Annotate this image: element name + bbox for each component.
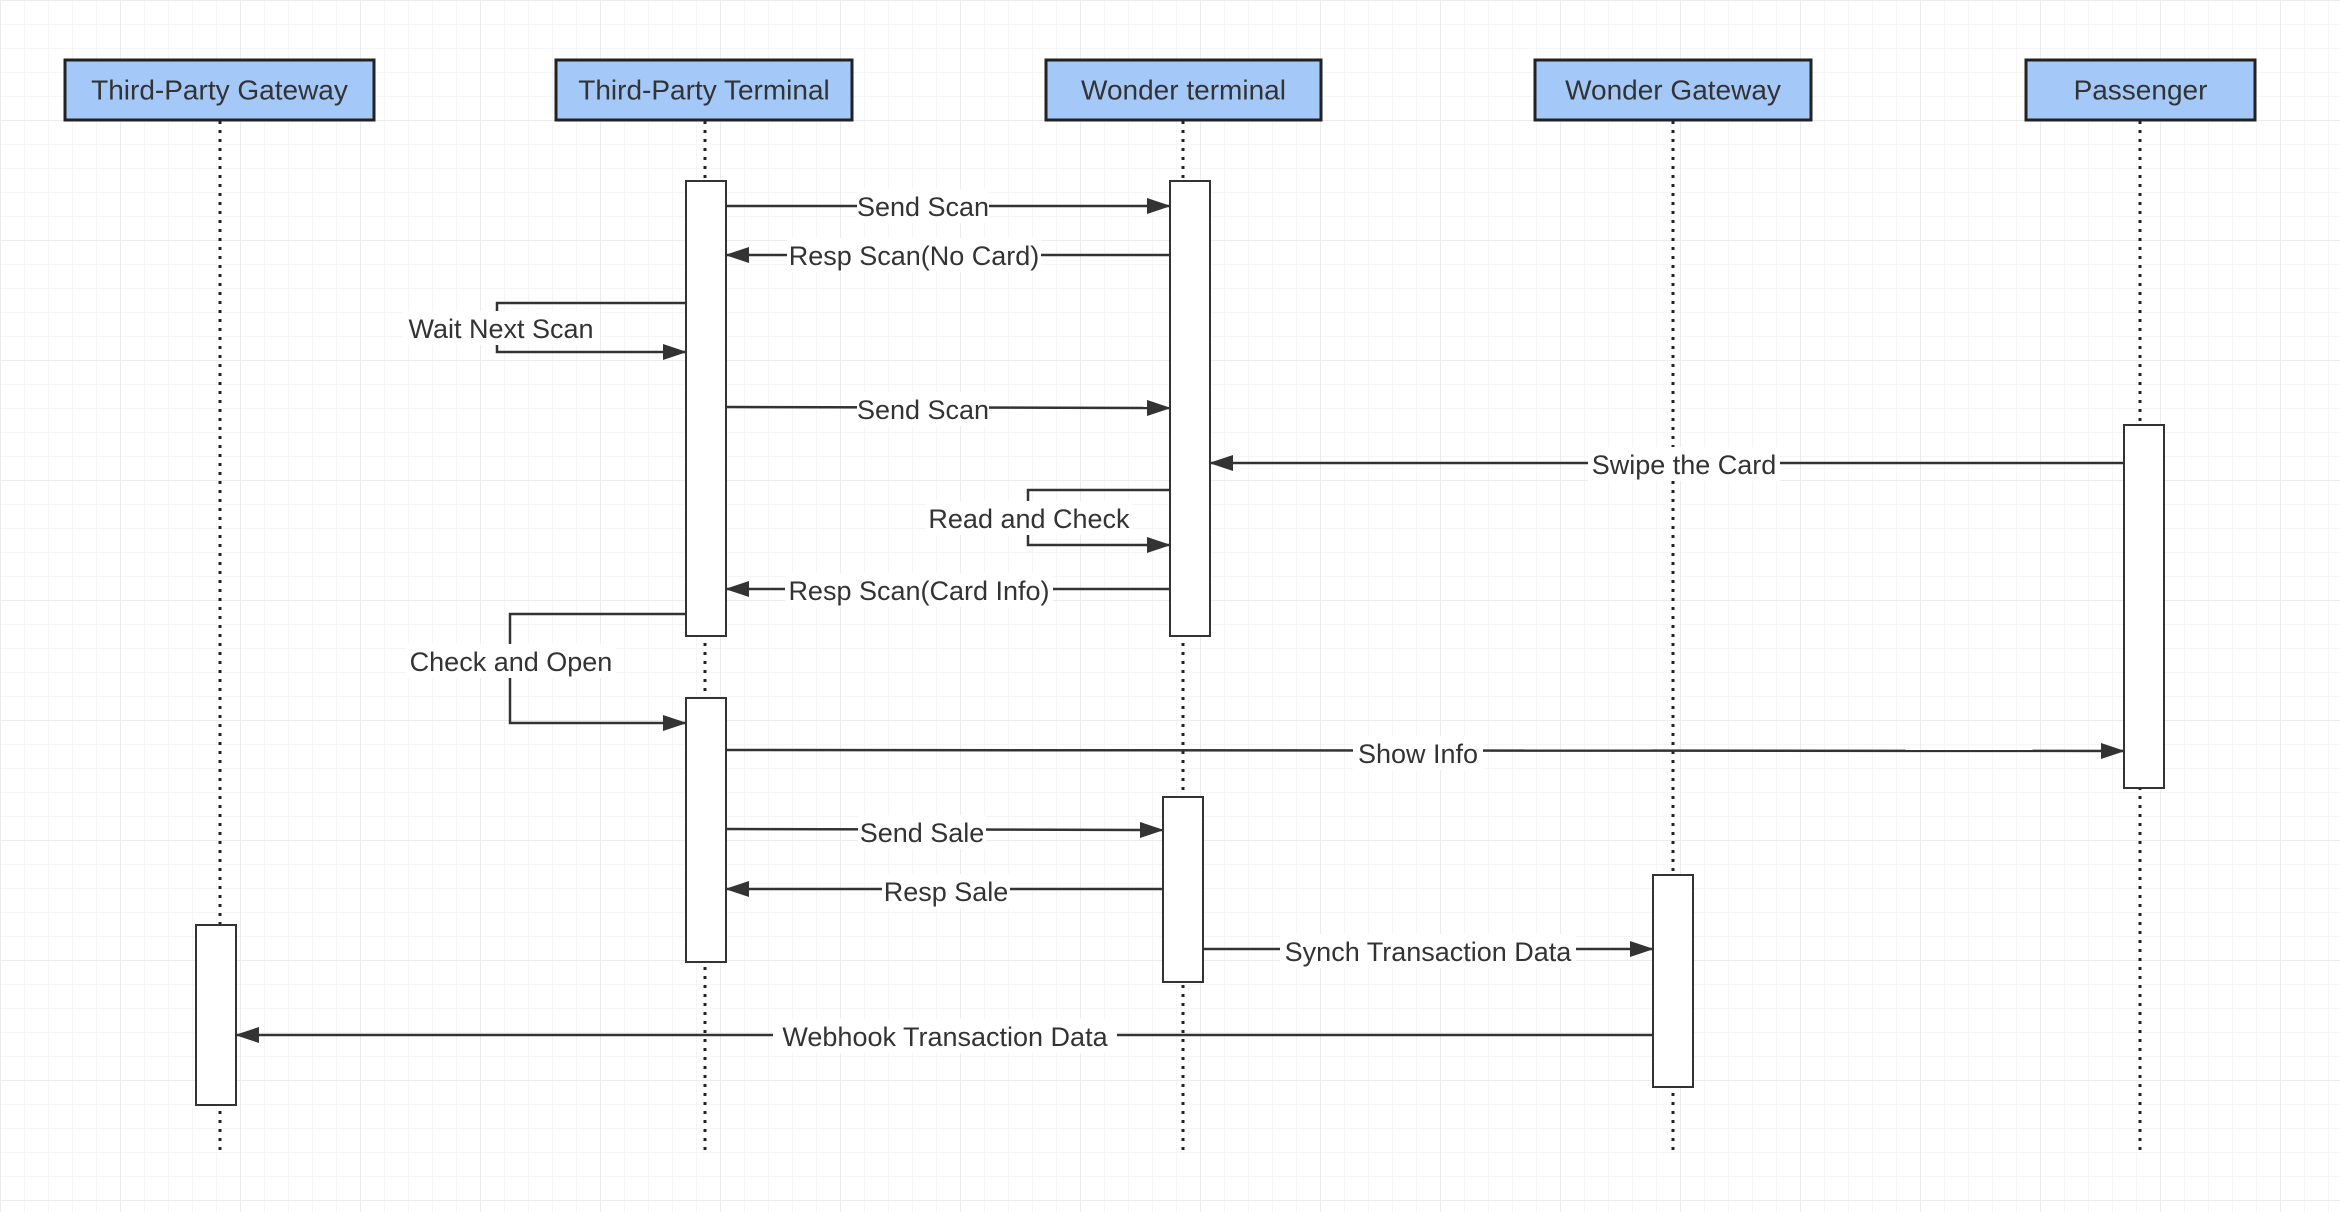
message-send-sale[interactable]: Send Sale <box>725 815 1164 849</box>
activation-bars <box>195 180 2165 1106</box>
message-label: Resp Scan(Card Info) <box>788 576 1049 606</box>
message-label: Webhook Transaction Data <box>782 1022 1108 1052</box>
message-send-scan-2[interactable]: Send Scan <box>725 392 1171 426</box>
activation-wonder-terminal-sale <box>1162 796 1204 983</box>
message-send-scan-1[interactable]: Send Scan <box>726 189 1171 223</box>
message-label: Synch Transaction Data <box>1285 937 1573 967</box>
message-resp-sale[interactable]: Resp Sale <box>725 874 1163 908</box>
activation-passenger <box>2123 424 2165 789</box>
message-swipe-the-card[interactable]: Swipe the Card <box>1209 447 2124 481</box>
participant-label: Third-Party Terminal <box>578 75 830 106</box>
participant-third-party-terminal[interactable]: Third-Party Terminal <box>554 58 854 122</box>
message-label: Resp Scan(No Card) <box>789 241 1040 271</box>
message-show-info[interactable]: Show Info <box>725 736 2125 770</box>
message-label: Check and Open <box>410 647 613 677</box>
participant-label: Wonder terminal <box>1081 75 1286 106</box>
message-check-and-open[interactable]: Check and Open <box>406 612 687 731</box>
participants: Third-Party Gateway Third-Party Terminal… <box>63 58 2257 122</box>
message-webhook-transaction-data[interactable]: Webhook Transaction Data <box>235 1019 1653 1053</box>
message-wait-next-scan[interactable]: Wait Next Scan <box>402 301 687 360</box>
participant-wonder-gateway[interactable]: Wonder Gateway <box>1533 58 1813 122</box>
message-label: Send Sale <box>860 818 985 848</box>
message-resp-scan-card-info[interactable]: Resp Scan(Card Info) <box>725 573 1170 607</box>
message-label: Show Info <box>1358 739 1478 769</box>
participant-label: Wonder Gateway <box>1565 75 1781 106</box>
message-label: Wait Next Scan <box>408 314 593 344</box>
messages: Send Scan Resp Scan(No Card) Wait Next S… <box>235 189 2125 1053</box>
activation-wonder-gateway <box>1652 874 1694 1088</box>
message-label: Swipe the Card <box>1592 450 1777 480</box>
participant-third-party-gateway[interactable]: Third-Party Gateway <box>63 58 376 122</box>
message-resp-scan-no-card[interactable]: Resp Scan(No Card) <box>725 238 1170 272</box>
message-read-and-check[interactable]: Read and Check <box>926 488 1171 553</box>
activation-third-party-gateway <box>195 924 237 1106</box>
participant-passenger[interactable]: Passenger <box>2024 58 2257 122</box>
message-label: Resp Sale <box>884 877 1009 907</box>
message-label: Send Scan <box>857 395 989 425</box>
message-label: Send Scan <box>857 192 989 222</box>
participant-label: Third-Party Gateway <box>91 75 348 106</box>
activation-wonder-terminal-scan <box>1169 180 1211 637</box>
participant-wonder-terminal[interactable]: Wonder terminal <box>1044 58 1323 122</box>
message-label: Read and Check <box>928 504 1130 534</box>
activation-third-party-terminal-open <box>685 697 727 963</box>
activation-third-party-terminal-scan <box>685 180 727 637</box>
participant-label: Passenger <box>2074 75 2208 106</box>
message-synch-transaction-data[interactable]: Synch Transaction Data <box>1203 934 1654 968</box>
